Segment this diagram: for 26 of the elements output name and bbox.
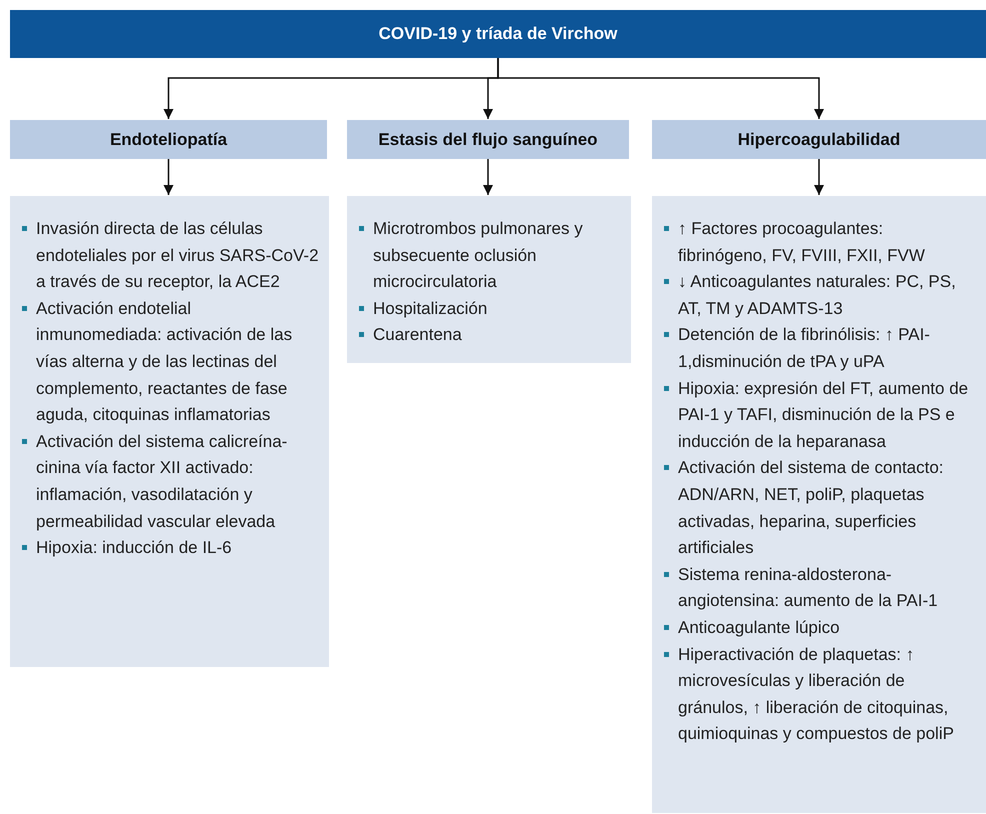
category-header: Estasis del flujo sanguíneo xyxy=(347,120,629,159)
title-bar: COVID-19 y tríada de Virchow xyxy=(10,10,986,58)
list-item-text: Hiperactivación de plaquetas: ↑ microvesículas y liberación de gránulos, ↑ liberación de citoquinas, quimioquinas y compuestos de poliP xyxy=(678,644,955,746)
arrow xyxy=(483,159,493,195)
list-item-text: Hipoxia: expresión del FT, aumento de PAI-1 y TAFI, disminución de la PS e inducción de la heparanasa xyxy=(678,378,970,453)
arrow xyxy=(497,58,824,119)
list-item-text: Microtrombos pulmonares y subsecuente oclusión microcirculatoria xyxy=(373,218,584,294)
arrow xyxy=(814,159,824,195)
list-item-text: Activación del sistema de contacto: ADN/ARN, NET, poliP, plaquetas activadas, heparina, superficies artificiales xyxy=(678,457,945,560)
list-item-text: Anticoagulante lúpico xyxy=(678,616,840,639)
list-item-text: Hospitalización xyxy=(373,298,488,320)
category-header: Hipercoagulabilidad xyxy=(652,120,986,159)
list-item-text: Detención de la fibrinólisis: ↑ PAI-1,disminución de tPA y uPA xyxy=(678,324,931,373)
list-item-text: ↑ Factores procoagulantes: fibrinógeno, FV, FVIII, FXII, FVW xyxy=(678,218,926,267)
list-item-text: Invasión directa de las células endoteliales por el virus SARS-CoV-2 a través de su receptor, la ACE2 xyxy=(36,218,319,294)
list-item-text: Sistema renina-aldosterona-angiotensina: aumento de la PAI-1 xyxy=(678,564,939,612)
list-panel xyxy=(10,196,329,667)
list-item-text: Activación endotelial inmunomediada: activación de las vías alterna y de las lectinas del complemento, reactantes de fase aguda, citoquinas inflamatorias xyxy=(36,298,294,426)
list-item-text: ↓ Anticoagulantes naturales: PC, PS, AT, TM y ADAMTS-13 xyxy=(678,271,957,320)
list-item-text: Hipoxia: inducción de IL-6 xyxy=(36,537,232,560)
list-item-text: Activación del sistema calicreína-cinina vía factor XII activado: inflamación, vasodilatación y permeabilidad vascular elevada xyxy=(36,430,288,533)
arrow xyxy=(164,159,174,195)
list-panel xyxy=(652,196,986,813)
list-panel xyxy=(347,196,631,363)
category-header: Endoteliopatía xyxy=(10,120,327,159)
list-item-text: Cuarentena xyxy=(373,324,462,346)
